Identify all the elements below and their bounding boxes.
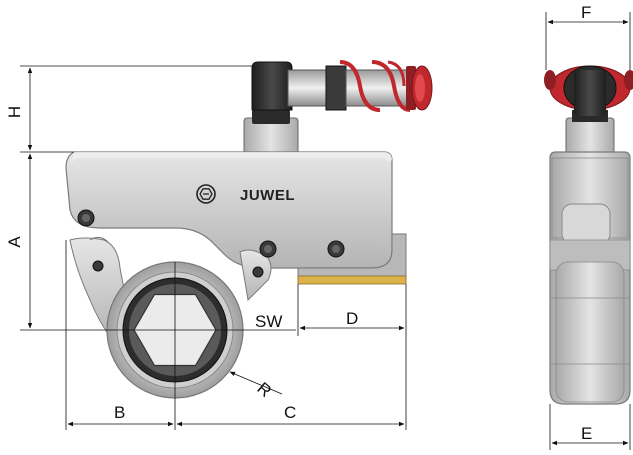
side-hydraulic-connector [544, 65, 633, 155]
hexagon-bolt-logo-icon [196, 184, 216, 204]
dim-label-d: D [346, 309, 358, 328]
hydraulic-connector [243, 60, 433, 155]
dim-label-h: H [5, 106, 24, 118]
dim-label-a: A [5, 236, 24, 248]
brand-mark: JUWEL [196, 184, 295, 204]
cylinder-body [65, 151, 393, 269]
dim-label-c: C [284, 403, 296, 422]
body-screws [77, 209, 345, 278]
reaction-block [297, 233, 407, 285]
dimension-lines [20, 65, 407, 430]
dim-label-e: E [581, 424, 592, 443]
dim-label-b: B [114, 403, 125, 422]
brand-name: JUWEL [240, 187, 295, 204]
front-view: JUWEL H A SW D R [5, 60, 433, 430]
side-view: F E [544, 3, 633, 450]
dim-label-f: F [581, 3, 591, 22]
dim-label-sw: SW [255, 312, 282, 331]
dim-label-r: R [253, 379, 275, 401]
